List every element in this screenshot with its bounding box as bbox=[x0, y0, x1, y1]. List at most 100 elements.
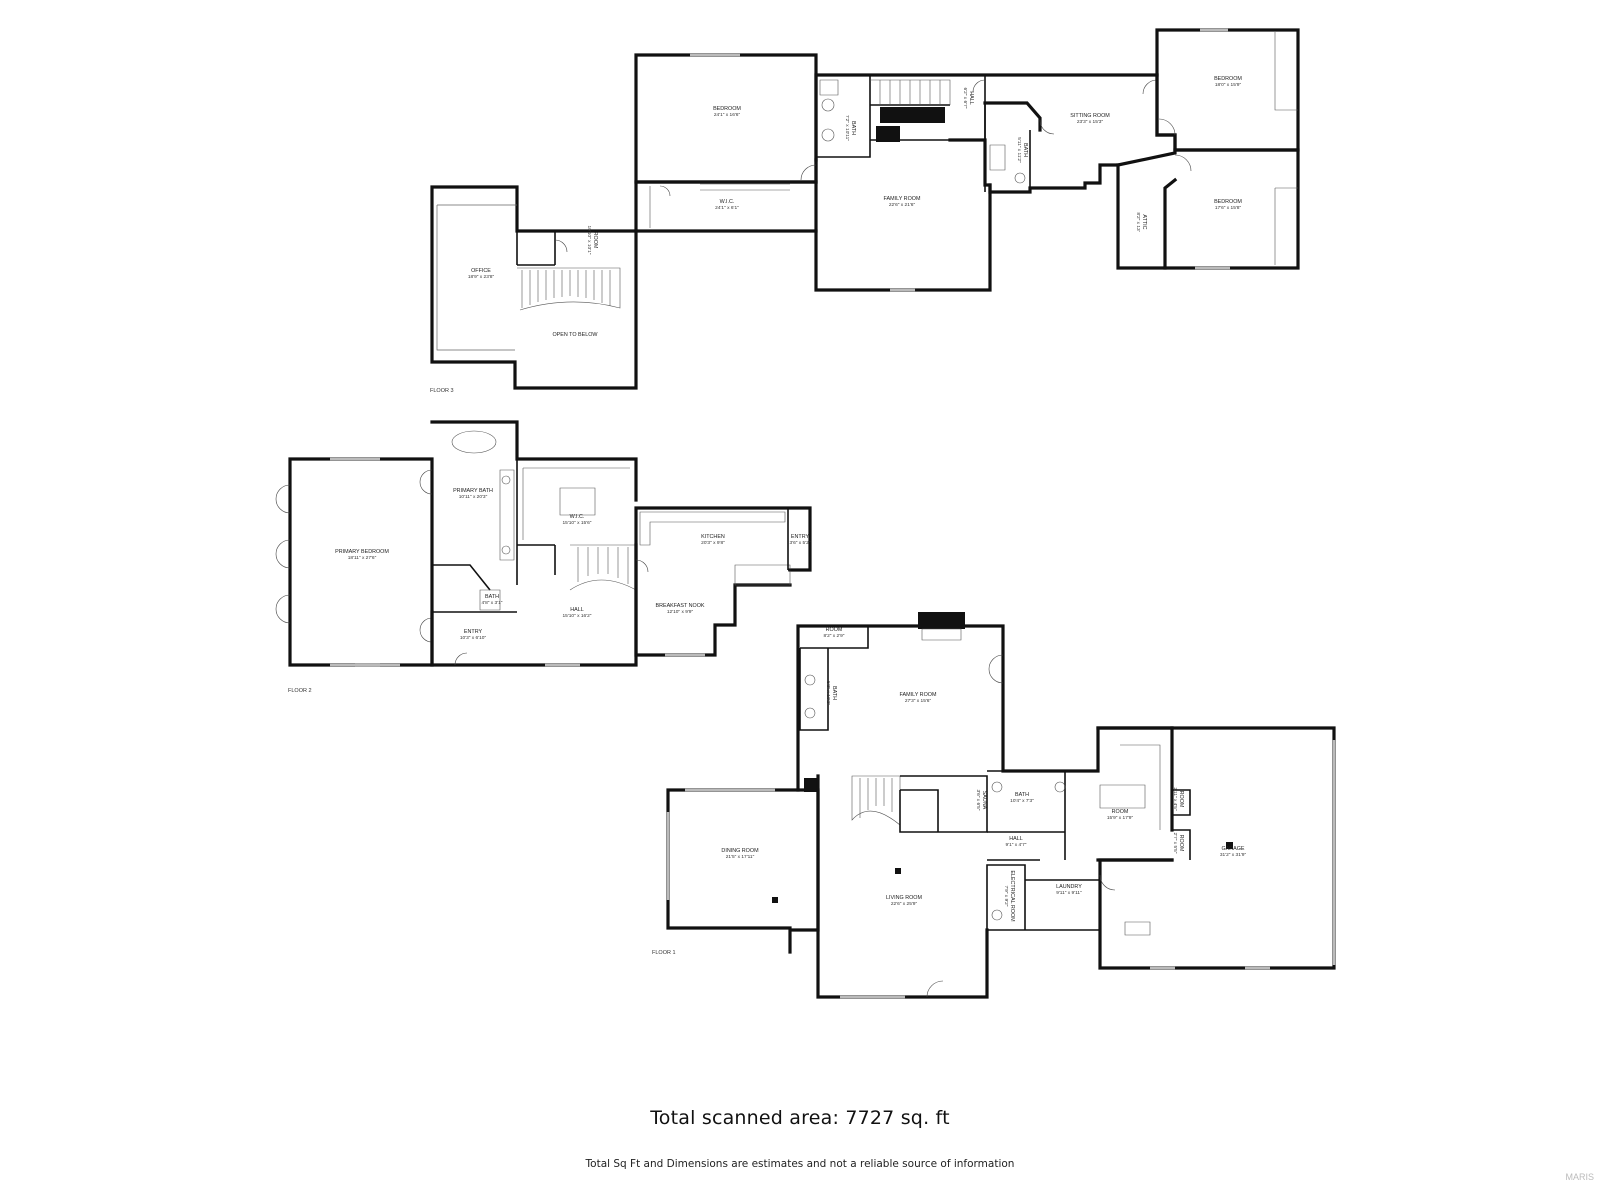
garage-post bbox=[1226, 842, 1233, 849]
dining-post bbox=[772, 897, 778, 903]
room-name-bath-c: BATH bbox=[485, 594, 499, 600]
room-dim-nook: 12'10" x 9'9" bbox=[667, 609, 694, 615]
floor-3-sitting-wall bbox=[983, 73, 1177, 194]
floor-1-room-b-wall bbox=[800, 626, 869, 649]
room-dim-hall-a: 6'2" x 6'7" bbox=[962, 88, 968, 109]
floor-2-hall-wall bbox=[430, 543, 638, 667]
room-name-attic: ATTIC bbox=[1141, 214, 1147, 229]
room-dim-garage: 31'2" x 31'9" bbox=[1220, 852, 1247, 858]
room-name-entry-b: ENTRY bbox=[464, 629, 483, 635]
room-dim-laundry: 9'11" x 9'11" bbox=[1056, 890, 1082, 896]
room-c-island bbox=[1099, 744, 1161, 830]
entry-b-door bbox=[454, 652, 468, 666]
floor-2-kitchen-wall bbox=[634, 506, 812, 657]
floor-1-stairs bbox=[851, 775, 901, 826]
wic-b-island bbox=[522, 467, 630, 540]
floor-3-bedroom-b-wall bbox=[1155, 28, 1300, 152]
room-name-nook: BREAKFAST NOOK bbox=[655, 603, 704, 609]
floor-2-label: FLOOR 2 bbox=[288, 688, 312, 694]
room-name-bedroom-a: BEDROOM bbox=[713, 106, 741, 112]
floor-1-sauna-wall bbox=[899, 775, 988, 833]
room-dim-hall-b: 15'10" x 16'2" bbox=[563, 613, 592, 619]
primary-bath-tub bbox=[451, 430, 497, 454]
floor-3-office-divider bbox=[516, 187, 556, 266]
garage-door-in bbox=[1099, 874, 1116, 891]
floor-3-office-wall bbox=[430, 185, 638, 390]
floor-2-wic-b-wall bbox=[517, 544, 556, 575]
room-dim-bedroom-a: 24'1" x 16'6" bbox=[714, 112, 741, 118]
room-name-bedroom-b: BEDROOM bbox=[1214, 76, 1242, 82]
floor-3-center-wall bbox=[814, 73, 1159, 162]
room-dim-bedroom-c: 17'6" x 15'8" bbox=[1215, 205, 1242, 211]
nook-door bbox=[635, 559, 649, 573]
family-b-french-doors bbox=[988, 654, 1004, 684]
primary-bath-vanity bbox=[499, 469, 515, 561]
room-name-entry-a: ENTRY bbox=[791, 534, 810, 540]
floor-3-stairs bbox=[870, 79, 951, 105]
room-name-bath-d: BATH bbox=[831, 686, 837, 700]
bedroom-c-closet bbox=[1274, 187, 1298, 265]
room-name-sauna: SAUNA bbox=[981, 791, 987, 810]
room-name-bath-b: BATH bbox=[1022, 143, 1028, 157]
room-name-room-c: ROOM bbox=[1112, 809, 1129, 815]
floor-3-family-a-wall bbox=[814, 138, 992, 292]
bath-c-fixtures bbox=[479, 589, 501, 611]
living-door bbox=[926, 980, 944, 998]
garage-fixture bbox=[1124, 921, 1151, 936]
room-dim-room-a: 10'10" x 10'1" bbox=[586, 226, 592, 255]
floor-1-room-c-wall bbox=[1096, 726, 1174, 862]
room-name-bath-a: BATH bbox=[850, 121, 856, 135]
room-dim-kitchen: 20'3" x 9'8" bbox=[701, 540, 725, 546]
floor-1-plan: FLOOR 1 bbox=[652, 612, 1336, 999]
room-dim-office: 18'9" x 23'8" bbox=[468, 274, 495, 280]
room-dim-hall-c: 9'1" x 4'7" bbox=[1006, 842, 1027, 848]
room-dim-entry-b: 10'3" x 6'10" bbox=[460, 635, 487, 641]
bath-b-fixtures bbox=[989, 144, 1026, 184]
room-name-sitting: SITTING ROOM bbox=[1070, 113, 1110, 119]
bath-a-fixtures bbox=[819, 79, 839, 142]
floor-3-room-door bbox=[554, 239, 568, 253]
floor-3-bedroom-a-wall bbox=[634, 53, 818, 184]
entry-a-wall bbox=[787, 508, 810, 571]
room-name-garage: GARAGE bbox=[1221, 846, 1244, 852]
wic-shelves bbox=[649, 183, 790, 228]
disclaimer-text: Total Sq Ft and Dimensions are estimates… bbox=[585, 1158, 1015, 1170]
room-name-kitchen: KITCHEN bbox=[701, 534, 725, 540]
floor-3-plan: FLOOR 3 bbox=[430, 28, 1300, 394]
floor-1-dining-wall bbox=[666, 788, 820, 954]
room-name-wic-a: W.I.C. bbox=[720, 199, 735, 205]
room-dim-entry-a: 3'6" x 5'2" bbox=[790, 540, 811, 546]
room-dim-room-d: 2'11" x 4'5" bbox=[1172, 787, 1178, 811]
total-area-text: Total scanned area: 7727 sq. ft bbox=[650, 1107, 950, 1129]
room-dim-wic-a: 24'1" x 6'1" bbox=[715, 205, 739, 211]
room-name-bedroom-c: BEDROOM bbox=[1214, 199, 1242, 205]
bedroom-b-door bbox=[1158, 118, 1176, 136]
floor-2-primary-bath-inner bbox=[432, 459, 518, 613]
room-dim-bedroom-b: 18'0" x 15'9" bbox=[1215, 82, 1242, 88]
room-dim-primary-bath: 10'11" x 20'3" bbox=[459, 494, 488, 500]
room-name-living: LIVING ROOM bbox=[886, 895, 922, 901]
bedroom-b-closet bbox=[1274, 32, 1298, 111]
floor-1-bath-d-wall bbox=[799, 648, 829, 731]
floor-3-bath-b-wall bbox=[984, 103, 1031, 192]
room-label-wic-a: W.I.C.24'1" x 6'1" bbox=[715, 199, 739, 211]
room-dim-bath-b: 5'11" x 11'2" bbox=[1016, 137, 1022, 163]
